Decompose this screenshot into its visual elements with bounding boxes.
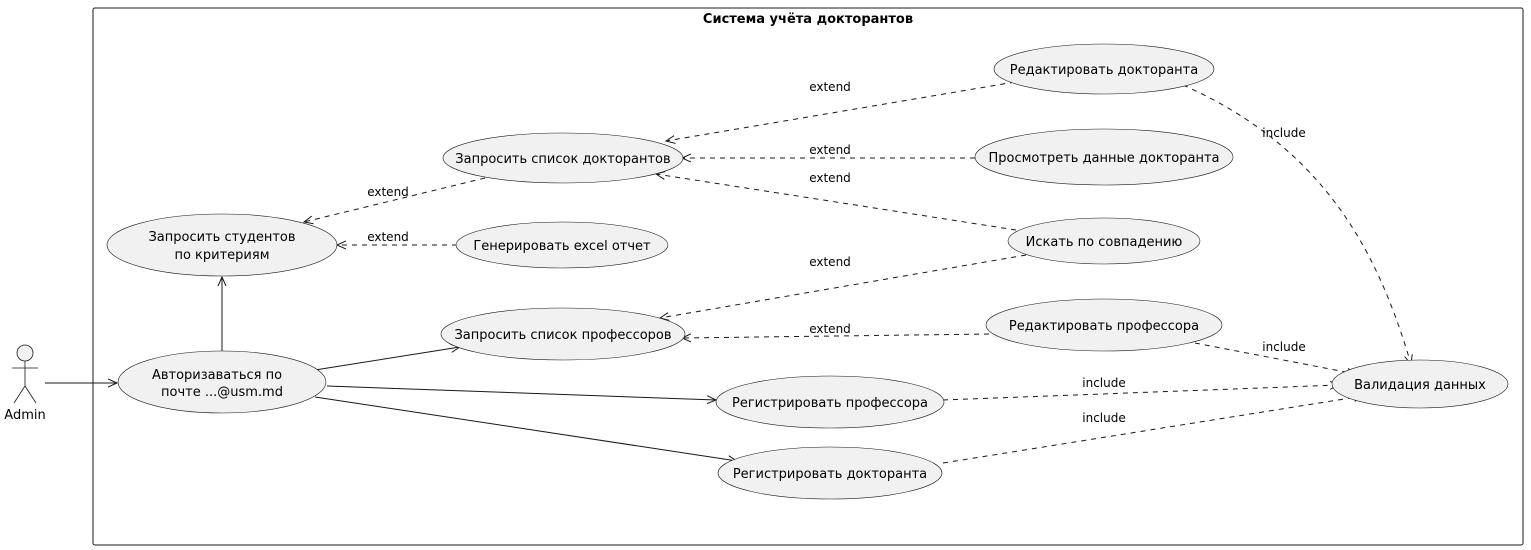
usecase-register-doctoral[interactable]: Регистрировать докторанта [717, 446, 943, 500]
usecase-register-professor-label: Регистрировать профессора [732, 396, 928, 411]
label-extend-edit-doctoral: extend [809, 80, 851, 94]
usecase-register-professor[interactable]: Регистрировать профессора [715, 375, 945, 429]
usecase-request-students[interactable]: Запросить студентов по критериям [106, 213, 338, 277]
usecase-request-professor-list[interactable]: Запросить список профессоров [440, 307, 686, 361]
actor-admin[interactable]: Admin [4, 344, 46, 423]
assoc-authorize-register-doctoral [314, 396, 737, 461]
label-include-register-professor: include [1082, 376, 1125, 390]
usecase-view-doctoral-label: Просмотреть данные докторанта [988, 151, 1219, 166]
label-include-edit-professor: include [1262, 340, 1305, 354]
usecase-generate-excel[interactable]: Генерировать excel отчет [455, 221, 669, 269]
assoc-authorize-professor-list [314, 347, 460, 371]
label-extend-search-professor: extend [809, 255, 851, 269]
usecase-request-students-label-2: по критериям [174, 248, 269, 263]
include-register-doctoral-validation [942, 396, 1363, 464]
usecase-edit-doctoral[interactable]: Редактировать докторанта [993, 43, 1215, 95]
actor-label: Admin [4, 408, 45, 423]
include-edit-doctoral-validation [1182, 84, 1411, 364]
label-extend-edit-professor: extend [809, 322, 851, 336]
usecase-request-doctoral-list[interactable]: Запросить список докторантов [442, 132, 684, 184]
label-extend-search-doctoral: extend [809, 171, 851, 185]
usecase-request-students-label-1: Запросить студентов [148, 230, 295, 245]
usecase-authorize-label-1: Авторизаваться по [152, 368, 282, 383]
assoc-authorize-register-professor [326, 385, 716, 400]
extend-edit-doctoral [666, 81, 1016, 141]
label-include-edit-doctoral: include [1262, 126, 1305, 140]
usecase-generate-excel-label: Генерировать excel отчет [473, 239, 651, 254]
system-title: Система учёта докторантов [703, 12, 913, 27]
usecase-edit-doctoral-label: Редактировать докторанта [1010, 63, 1198, 78]
usecase-view-doctoral[interactable]: Просмотреть данные докторанта [974, 128, 1234, 186]
extend-search-professor [660, 254, 1027, 318]
usecase-edit-professor-label: Редактировать профессора [1009, 319, 1199, 334]
label-extend-doctoral-students: extend [367, 185, 409, 199]
label-extend-view-doctoral: extend [809, 143, 851, 157]
include-edit-professor-validation [1194, 342, 1356, 374]
include-register-professor-validation [942, 385, 1339, 401]
usecase-authorize[interactable]: Авторизаваться по почте ...@usm.md [117, 350, 327, 414]
usecase-authorize-label-2: почте ...@usm.md [161, 385, 283, 400]
usecase-validation-label: Валидация данных [1354, 378, 1486, 393]
extend-search-doctoral [656, 174, 1017, 231]
extend-doctoral-students [304, 177, 486, 222]
usecase-search-match-label: Искать по совпадению [1026, 235, 1183, 250]
usecase-edit-professor[interactable]: Редактировать профессора [985, 298, 1223, 352]
usecase-request-professor-list-label: Запросить список профессоров [454, 328, 671, 343]
extend-edit-professor [682, 334, 990, 338]
usecase-validation[interactable]: Валидация данных [1331, 359, 1509, 409]
usecase-search-match[interactable]: Искать по совпадению [1007, 217, 1201, 265]
usecase-request-doctoral-list-label: Запросить список докторантов [455, 152, 670, 167]
usecase-register-doctoral-label: Регистрировать докторанта [733, 467, 927, 482]
label-extend-excel-students: extend [367, 230, 409, 244]
label-include-register-doctoral: include [1082, 411, 1125, 425]
actor-head [16, 344, 34, 362]
